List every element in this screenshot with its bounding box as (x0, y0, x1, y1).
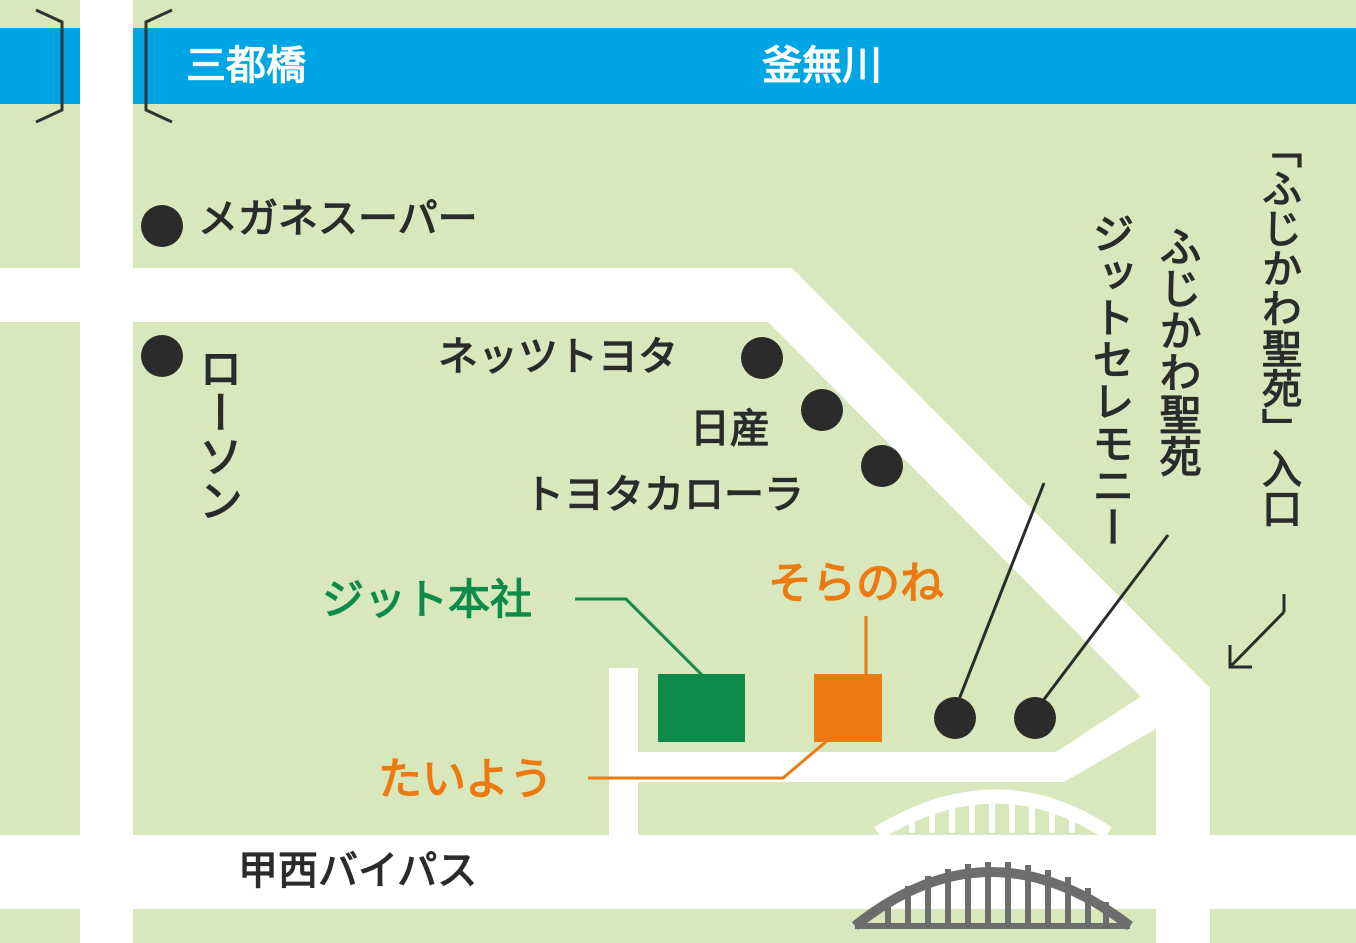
marker-fujikawa-seien (1014, 697, 1056, 739)
road-facility-loop (609, 668, 1180, 835)
bridge-bracket-right (144, 8, 173, 124)
label-soranone: そらのね (768, 558, 944, 609)
overpass-lower (851, 862, 1134, 930)
road-kosai-bypass (0, 835, 1356, 909)
label-toyota-corolla: トヨタカローラ (524, 472, 804, 518)
road-upper-diagonal (0, 268, 1210, 943)
entrance-arrow-icon (1228, 594, 1286, 669)
marker-toyota-corolla (861, 445, 903, 487)
leader-fujikawa-seien (1040, 534, 1170, 703)
marker-nissan (801, 389, 843, 431)
label-nissan: 日産 (690, 406, 770, 452)
label-kosai-bypass: 甲西バイパス (238, 848, 478, 894)
road-bridge-deck (80, 28, 133, 104)
marker-lawson (141, 335, 183, 377)
label-jit-hq: ジット本社 (322, 575, 533, 624)
river (0, 28, 1356, 104)
building-jit-hq (658, 674, 745, 742)
label-megane-super: メガネスーパー (198, 196, 478, 242)
leader-jit-hq (575, 597, 705, 678)
marker-jit-ceremony (934, 697, 976, 739)
overpass-upper (874, 789, 1112, 839)
label-fujikawa-seien: ふじかわ聖苑 (1153, 225, 1202, 477)
marker-netz-toyota (741, 337, 783, 379)
label-netz-toyota: ネッツトヨタ (438, 334, 678, 380)
leader-taiyou (588, 738, 829, 780)
bridge-bracket-left (35, 8, 64, 124)
leader-jit-ceremony (956, 482, 1046, 703)
label-taiyou: たいよう (378, 754, 554, 805)
building-soranone (814, 674, 882, 742)
marker-megane-super (141, 205, 183, 247)
river-label: 釜無川 (762, 43, 882, 89)
label-seien-entrance: 「ふじかわ聖苑」入口 (1255, 128, 1301, 528)
label-lawson: ローソン (191, 346, 242, 522)
bridge-label: 三都橋 (186, 43, 306, 89)
label-jit-ceremony: ジットセレモニー (1086, 212, 1135, 548)
road-vertical-west (80, 0, 133, 943)
